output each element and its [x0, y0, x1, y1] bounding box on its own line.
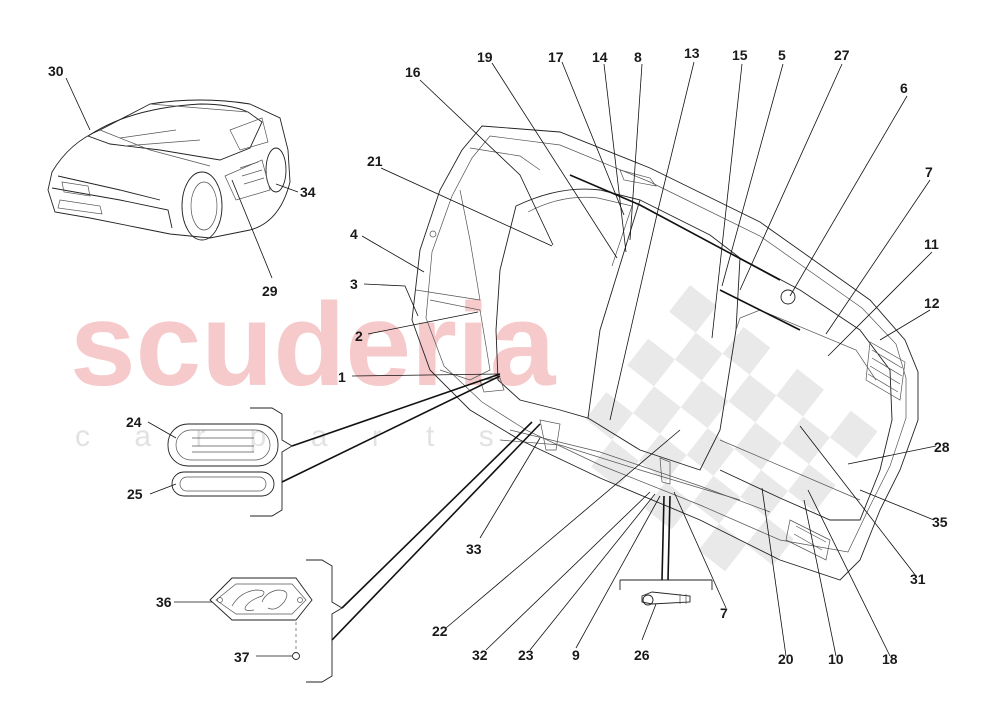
callout-20: 20: [778, 651, 794, 667]
watermark-subtext: c a r p a r t s: [75, 420, 512, 453]
callout-34: 34: [300, 184, 316, 200]
callout-labels: 30 34 29 16 19 17 14 8 13 15 5 27 6 7 11…: [48, 45, 950, 667]
callout-24: 24: [126, 414, 142, 430]
badge-detail-36-37: [174, 421, 541, 683]
checker-square: [776, 368, 824, 417]
leader-30: [65, 77, 91, 131]
checker-square: [734, 422, 783, 471]
callout-37: 37: [234, 649, 250, 665]
callout-26: 26: [634, 647, 650, 663]
callout-16: 16: [405, 64, 421, 80]
callout-13: 13: [684, 45, 700, 61]
callout-23: 23: [518, 647, 534, 663]
callout-8: 8: [634, 49, 642, 65]
callout-7-top: 7: [925, 164, 933, 180]
checker-square: [674, 332, 723, 381]
checker-square: [680, 380, 729, 429]
callout-5: 5: [778, 47, 786, 63]
checker-square: [787, 464, 836, 512]
car-body-top-view: [411, 125, 919, 581]
callout-21: 21: [367, 153, 383, 169]
callout-33: 33: [466, 541, 482, 557]
callout-1: 1: [338, 369, 346, 385]
checker-square: [644, 481, 693, 530]
callout-3: 3: [350, 276, 358, 292]
rivet-detail-26: [619, 495, 713, 641]
checker-square: [692, 475, 741, 524]
callout-32: 32: [472, 647, 488, 663]
watermark-text: scuderia: [70, 279, 557, 411]
callout-15: 15: [732, 47, 748, 63]
callout-18: 18: [882, 651, 898, 667]
checker-square: [585, 392, 634, 440]
checker-square: [633, 386, 681, 435]
callout-30: 30: [48, 63, 64, 79]
callout-29: 29: [262, 283, 278, 299]
checker-square: [627, 338, 675, 387]
callout-22: 22: [432, 623, 448, 639]
callout-27: 27: [834, 47, 850, 63]
checker-square: [591, 439, 639, 488]
callout-19: 19: [477, 49, 493, 65]
callout-4: 4: [350, 226, 358, 242]
checker-square: [740, 470, 788, 518]
leader-34: [275, 183, 299, 193]
callout-31: 31: [910, 571, 926, 587]
checkered-flag-watermark: [585, 285, 878, 572]
checker-square: [782, 416, 830, 465]
checker-square: [728, 374, 777, 423]
callout-2: 2: [355, 328, 363, 344]
callout-28: 28: [934, 439, 950, 455]
leader-29: [231, 179, 273, 279]
checker-square: [686, 428, 735, 476]
callout-17: 17: [548, 49, 564, 65]
callout-9: 9: [572, 647, 580, 663]
badge-detail-24-25: [147, 373, 501, 517]
callout-7-bottom: 7: [720, 605, 728, 621]
callout-6: 6: [900, 80, 908, 96]
car-perspective-thumbnail: [47, 99, 291, 241]
callout-35: 35: [932, 514, 948, 530]
callout-12: 12: [924, 295, 940, 311]
checker-square: [698, 523, 747, 572]
callout-14: 14: [592, 49, 608, 65]
leader-lines: [351, 61, 937, 657]
checker-square: [669, 285, 717, 333]
callout-10: 10: [828, 651, 844, 667]
callout-11: 11: [924, 236, 939, 252]
checker-square: [829, 410, 878, 459]
callout-36: 36: [156, 594, 172, 610]
callout-25: 25: [127, 486, 143, 502]
